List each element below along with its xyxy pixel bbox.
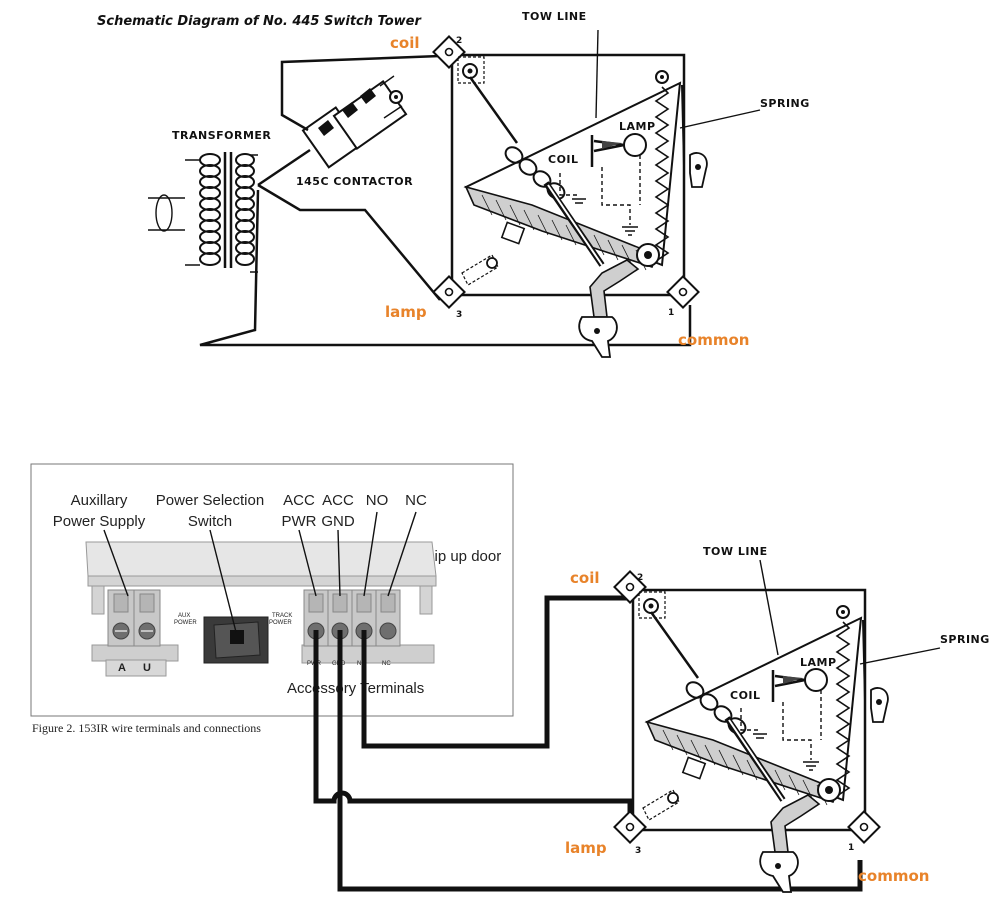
coil-label-bottom: COIL [730,689,761,702]
acc-pwr-label-1: ACC [283,492,315,509]
transformer [148,152,258,273]
aux-power-small-1: AUX [178,613,190,619]
terminal-3-top: 3 [456,310,462,320]
contactor-label: 145C CONTACTOR [296,175,413,188]
power-selection-switch[interactable] [203,616,269,664]
coil-annotation-top: coil [390,34,419,52]
transformer-label: TRANSFORMER [172,129,271,142]
nc-small-label: NC [382,661,391,667]
track-power-small-2: POWER [269,620,292,626]
aux-power-terminal-block: A U [91,589,179,677]
power-selection-label-1: Power Selection [156,492,264,509]
tow-line-label-top: TOW LINE [522,10,587,23]
bottom-schematic: TOW LINE SPRING LAMP COIL 2 3 1 coil lam… [565,545,990,893]
contactor [301,75,408,169]
coil-label-top: COIL [548,153,579,166]
top-schematic: Schematic Diagram of No. 445 Switch Towe… [97,10,810,358]
wire-coil-to-contactor [280,54,441,132]
common-annotation-top: common [678,331,749,349]
switch-tower-bottom [613,570,889,893]
acc-gnd-label-2: GND [321,513,355,530]
terminal-u-label: U [143,662,151,674]
common-annotation-bottom: common [858,867,929,885]
terminal-2-top: 2 [456,36,462,46]
flip-up-door [85,541,437,577]
flip-up-door-label: Flip up door [422,548,501,565]
power-selection-label-2: Switch [188,513,232,530]
tow-line-label-bottom: TOW LINE [703,545,768,558]
no-label: NO [366,492,389,509]
spring-label-bottom: SPRING [940,633,990,646]
terminal-a-label: A [118,662,126,674]
lamp-label-bottom: LAMP [800,656,837,669]
nc-label: NC [405,492,427,509]
lamp-label-top: LAMP [619,120,656,133]
wire-common [199,189,692,347]
terminal-1-top: 1 [668,308,674,318]
terminal-3-bottom: 3 [635,846,641,856]
acc-pwr-label-2: PWR [282,513,317,530]
accessory-terminals-label: Accessory Terminals [287,680,424,697]
terminal-2-bottom: 2 [637,573,643,583]
aux-power-label-2: Power Supply [53,513,146,530]
figure-caption: Figure 2. 153IR wire terminals and conne… [32,721,261,735]
spring-label-top: SPRING [760,97,810,110]
terminal-1-bottom: 1 [848,843,854,853]
receiver-panel-figure: Auxillary Power Supply Power Selection S… [30,463,514,735]
switch-tower-top [432,35,708,358]
coil-annotation-bottom: coil [570,569,599,587]
aux-power-label-1: Auxillary [71,492,128,509]
wire-lamp [257,183,441,301]
aux-power-small-2: POWER [174,620,197,626]
lamp-annotation-bottom: lamp [565,839,607,857]
top-title: Schematic Diagram of No. 445 Switch Towe… [97,14,422,29]
acc-gnd-label-1: ACC [322,492,354,509]
track-power-small-1: TRACK [272,613,292,619]
connection-wires [313,595,863,892]
wire-gnd-to-common [337,630,863,892]
wire-no-to-coil [361,595,628,749]
lamp-annotation-top: lamp [385,303,427,321]
